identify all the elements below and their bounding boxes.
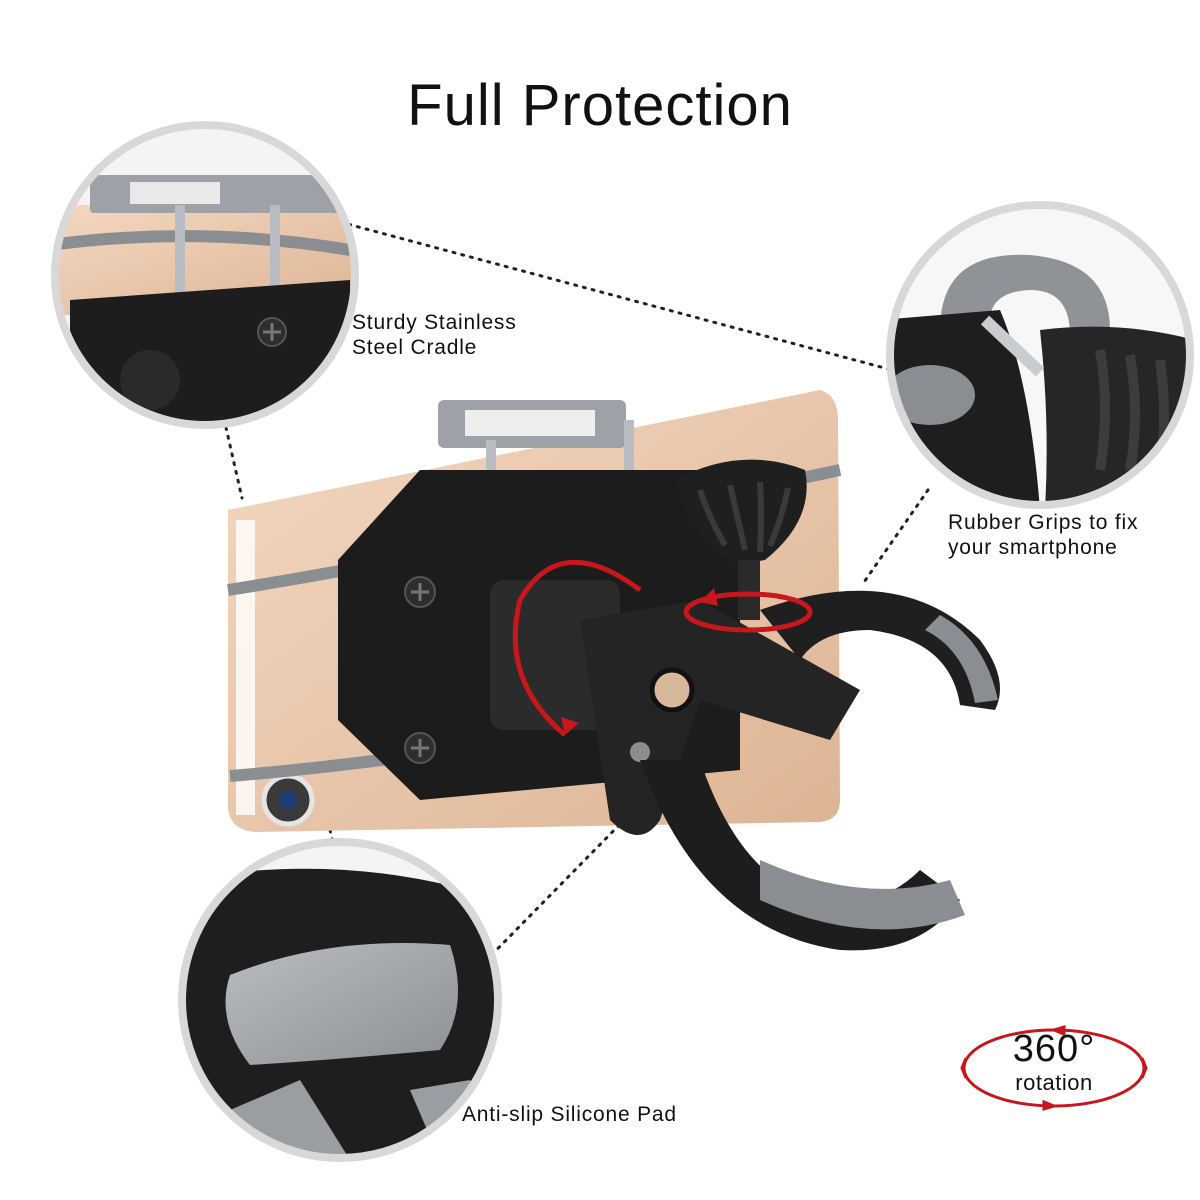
rotation-caption: rotation <box>1015 1070 1093 1095</box>
pad-detail-circle <box>182 842 498 1158</box>
grips-callout-line1: Rubber Grips to fix <box>948 511 1139 534</box>
cradle-callout-line1: Sturdy Stainless <box>352 311 517 334</box>
cradle-callout-line2: Steel Cradle <box>352 336 478 359</box>
phone-mount-product <box>227 390 1000 951</box>
page-title: Full Protection <box>407 73 793 138</box>
rotation-value: 360° <box>1012 1028 1096 1070</box>
pad-callout: Anti-slip Silicone Pad <box>462 1103 677 1126</box>
rotation-badge-ring <box>960 1024 1148 1112</box>
cradle-callout: Sturdy Stainless Steel Cradle <box>352 310 517 360</box>
grips-callout: Rubber Grips to fix your smartphone <box>948 510 1138 560</box>
grips-callout-line2: your smartphone <box>948 536 1118 559</box>
rotation-badge: 360° rotation <box>958 1022 1150 1112</box>
cradle-detail-circle <box>55 125 355 425</box>
